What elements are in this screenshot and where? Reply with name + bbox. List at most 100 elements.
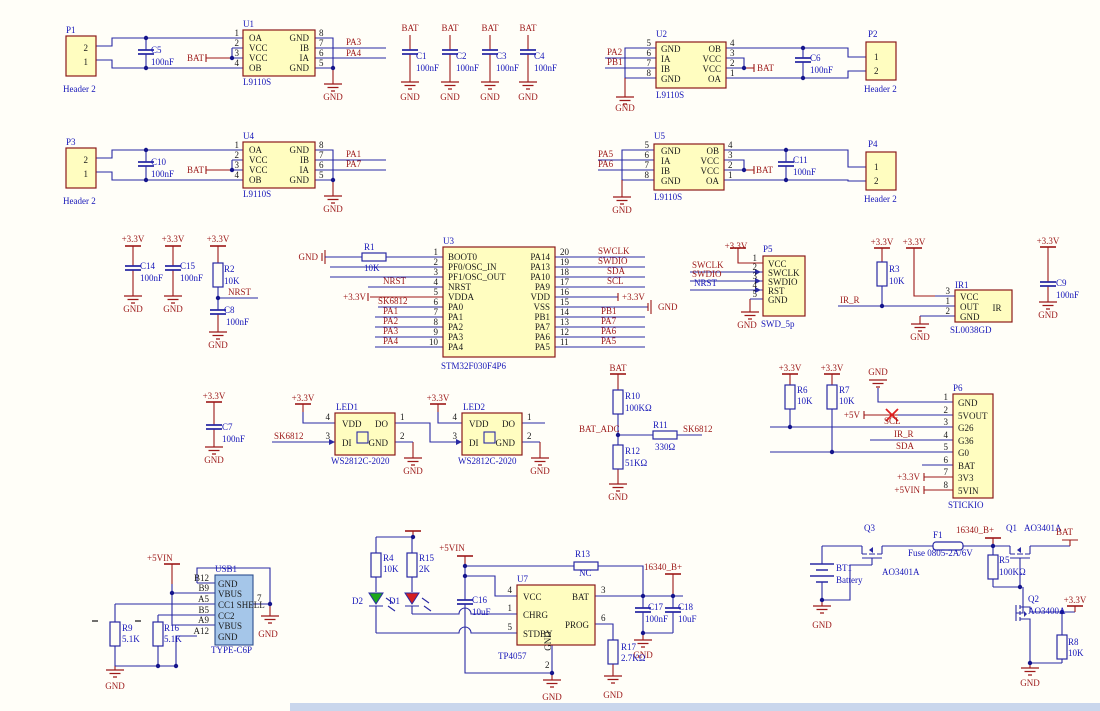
usb1-gnd1: GND [218, 579, 238, 589]
u7-box [516, 584, 596, 646]
u2-vcc1: VCC [702, 54, 721, 64]
r9-val: 5.1K [122, 634, 140, 644]
u1-box [242, 29, 316, 77]
p6-g0: G0 [958, 448, 969, 458]
net-bat-c4: BAT [519, 23, 537, 33]
net-bat-c3: BAT [481, 23, 499, 33]
u4-n6: 6 [319, 160, 324, 170]
net-irr: IR_R [840, 295, 860, 305]
u1-n6: 6 [319, 48, 324, 58]
r16-symbol [152, 621, 164, 647]
ir1-n2: 2 [946, 306, 951, 316]
u1-n3: 3 [235, 48, 240, 58]
q1-ref: Q1 [1006, 523, 1017, 533]
p5-n4: 4 [753, 280, 758, 290]
r16-ref: R16 [164, 623, 180, 633]
p2-pin2: 2 [874, 66, 879, 76]
r11-symbol [652, 430, 678, 440]
net-pa7-u3: PA7 [601, 316, 617, 326]
led1-n4: 4 [326, 412, 331, 422]
ir1-gnd: GND [960, 312, 980, 322]
ir1-ref: IR1 [955, 280, 969, 290]
u3-n11: 11 [560, 337, 569, 347]
c15-ref: C15 [180, 261, 196, 271]
net-swclk: SWCLK [598, 246, 630, 256]
u3-pa3: PA3 [448, 332, 464, 342]
c14-symbol [124, 265, 142, 271]
pwr-33-vdda: +3.3V [343, 292, 366, 302]
p3-val: Header 2 [63, 196, 96, 206]
gnd-c9: GND [1038, 310, 1058, 320]
wires-divider [617, 414, 702, 445]
c4-ref: C4 [534, 51, 545, 61]
r12-ref: R12 [625, 446, 640, 456]
net-bat-q1: BAT [1056, 527, 1074, 537]
p6-n8: 8 [944, 480, 949, 490]
pwr-33-c14: +3.3V [122, 234, 145, 244]
power-ir [881, 247, 1049, 324]
gnd-led1: GND [403, 466, 423, 476]
power-row1 [205, 35, 755, 97]
u4-n7: 7 [319, 150, 324, 160]
pwr-33-p5: +3.3V [725, 241, 748, 251]
p4-val: Header 2 [864, 194, 897, 204]
usb1-cc1: CC1 SHELL [218, 600, 265, 610]
r9-symbol [109, 621, 121, 647]
r15-symbol [406, 552, 418, 578]
p3-ref: P3 [66, 137, 76, 147]
p2-ref: P2 [868, 29, 878, 39]
u7-n2: 2 [545, 660, 550, 670]
u5-ib: IB [661, 166, 670, 176]
r10-val: 100KΩ [625, 403, 652, 413]
u3-pa9: PA9 [535, 282, 551, 292]
r4-ref: R4 [383, 553, 394, 563]
u4-gnd1: GND [290, 145, 310, 155]
power-row2 [205, 166, 755, 197]
u4-ob: OB [249, 175, 262, 185]
d2-ref: D2 [352, 596, 363, 606]
gnd-u2: GND [615, 103, 635, 113]
r7-ref: R7 [839, 385, 850, 395]
net-pa6: PA6 [598, 159, 614, 169]
u3-pa0: PA0 [448, 302, 464, 312]
p6-5vin: 5VIN [958, 486, 979, 496]
u2-n2: 2 [730, 58, 735, 68]
gnd-port-symbol [868, 379, 888, 388]
c11-ref: C11 [793, 155, 808, 165]
c16-val: 10uF [472, 607, 491, 617]
p4-box [865, 151, 897, 191]
u5-n2: 2 [728, 160, 733, 170]
led2-val: WS2812C-2020 [458, 456, 517, 466]
net-nrst-p5: NRST [694, 278, 718, 288]
u7-n4: 4 [508, 585, 513, 595]
p6-box [952, 393, 994, 499]
net-scl-p6: SCL [884, 416, 901, 426]
p6-n5: 5 [944, 442, 949, 452]
ir1-out: OUT [960, 302, 979, 312]
u2-gnd1: GND [661, 44, 681, 54]
pwr-5vin-usb: +5VIN [147, 553, 173, 563]
u5-ref: U5 [654, 131, 665, 141]
gnd-q2: GND [1020, 678, 1040, 688]
p5-n3: 3 [753, 271, 758, 281]
u4-vcc2: VCC [249, 165, 268, 175]
r4-val: 10K [383, 564, 399, 574]
usb1-val: TYPE-C6P [211, 645, 252, 655]
net-irr-p6: IR_R [894, 429, 914, 439]
u7-chrg: CHRG [523, 610, 549, 620]
led1-box [334, 412, 396, 456]
d2-green-led [368, 592, 384, 605]
u1-n4: 4 [235, 58, 240, 68]
u7-n5: 5 [508, 622, 513, 632]
gnd-symbol [323, 195, 343, 204]
net-pa3-u3: PA3 [383, 326, 399, 336]
led2-n3: 3 [453, 431, 458, 441]
u3-n2: 2 [434, 257, 439, 267]
u3-pa14: PA14 [530, 252, 550, 262]
d1-ref: D1 [389, 596, 400, 606]
gnd-symbol [440, 81, 460, 90]
u3-box [442, 246, 556, 358]
net-swdio-p5: SWDIO [692, 269, 722, 279]
